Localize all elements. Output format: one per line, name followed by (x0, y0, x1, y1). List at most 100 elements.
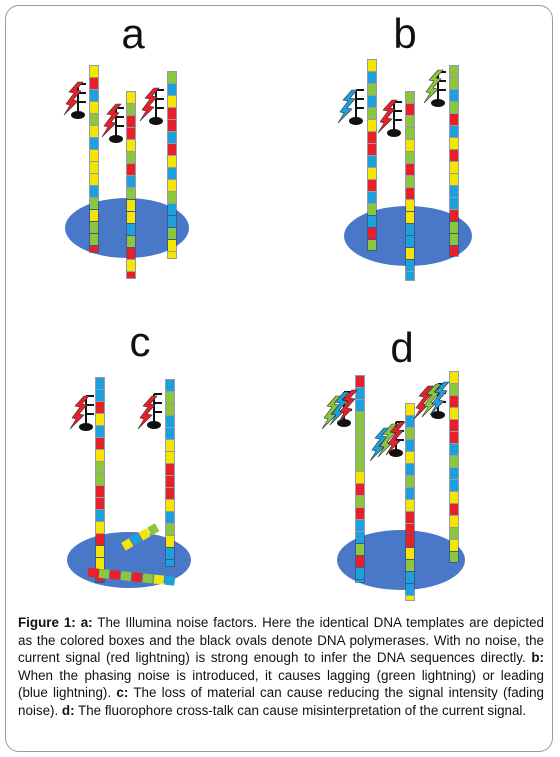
template-ladder (77, 83, 86, 112)
dna-base-box (127, 164, 135, 175)
dna-base-box (450, 198, 458, 209)
dna-base-box (96, 426, 104, 437)
dna-base-box (450, 444, 458, 455)
dna-base-box (96, 534, 104, 545)
dna-base-box (356, 496, 364, 507)
figure-illustration: a b c d (63, 10, 472, 601)
dna-base-box (168, 132, 176, 143)
dna-base-box (450, 540, 458, 551)
dna-base-box (127, 128, 135, 139)
dna-base-box (164, 575, 176, 586)
dna-base-box (450, 552, 458, 562)
lightning-blue (429, 381, 450, 416)
dna-base-box (121, 538, 134, 551)
dna-base-box (166, 416, 174, 427)
dna-base-box (90, 198, 98, 209)
dna-base-box (166, 404, 174, 415)
dna-base-box (368, 132, 376, 143)
dna-base-box (450, 186, 458, 197)
dna-base-box (406, 116, 414, 127)
dna-base-box (450, 66, 458, 77)
dna-base-box (147, 523, 160, 536)
dna-base-box (368, 120, 376, 131)
dna-base-box (168, 156, 176, 167)
dna-base-box (356, 544, 364, 555)
dna-base-box (96, 558, 104, 569)
dna-base-box (356, 568, 364, 579)
dna-base-box (450, 126, 458, 137)
lightning-green (321, 395, 342, 430)
caption-figure-label: Figure 1: (18, 615, 76, 630)
dna-base-box (406, 428, 414, 439)
dna-base-box (127, 176, 135, 187)
dna-base-box (450, 408, 458, 419)
dna-base-box (166, 440, 174, 451)
dna-base-box (96, 546, 104, 557)
dna-base-box (356, 388, 364, 399)
dna-base-box (450, 384, 458, 395)
dna-base-box (368, 240, 376, 250)
template-ladder (437, 71, 446, 100)
caption-a-text: The Illumina noise factors. Here the ide… (18, 615, 544, 665)
dna-base-box (96, 510, 104, 521)
dna-base-box (127, 200, 135, 211)
dna-base-box (406, 260, 414, 271)
dna-base-box (96, 390, 104, 401)
polymerase-oval (431, 411, 445, 419)
dna-base-box (450, 492, 458, 503)
dna-base-box (406, 176, 414, 187)
dna-base-box (168, 192, 176, 203)
template-ladder (155, 89, 164, 118)
lightning-red (413, 385, 434, 420)
dna-base-box (450, 504, 458, 515)
dna-base-box (166, 524, 174, 535)
dna-base-box (90, 102, 98, 113)
dna-base-box (450, 456, 458, 467)
dna-base-box (356, 472, 364, 483)
dna-base-box (368, 144, 376, 155)
dna-base-box (450, 138, 458, 149)
dna-base-box (166, 548, 174, 559)
lightning-red (101, 103, 122, 138)
dna-base-box (96, 402, 104, 413)
dna-base-box (90, 246, 98, 252)
dna-base-box (450, 150, 458, 161)
dna-base-box (356, 520, 364, 531)
lightning-red (377, 99, 398, 134)
dna-base-box (166, 380, 174, 391)
dna-base-box (96, 414, 104, 425)
dna-base-box (127, 272, 135, 278)
dna-base-box (368, 228, 376, 239)
dna-base-box (406, 512, 414, 523)
fallen-fragment (121, 523, 160, 551)
dna-base-box (168, 84, 176, 95)
dna-base-box (98, 568, 110, 579)
lightning-red (385, 421, 406, 456)
dna-base-box (406, 416, 414, 427)
dna-base-box (406, 404, 414, 415)
lightning-red (63, 81, 84, 116)
template-ladder (393, 101, 402, 130)
dna-base-box (129, 533, 143, 546)
dna-base-box (406, 248, 414, 259)
polymerase-oval (147, 421, 161, 429)
dna-base-box (356, 376, 364, 387)
panel-letter-d: d (390, 324, 413, 371)
panel-d (321, 371, 465, 601)
polymerase-oval (71, 111, 85, 119)
lightning-green (377, 423, 398, 458)
caption-a-label: a: (80, 615, 93, 630)
template-ladder (355, 89, 364, 118)
dna-base-box (450, 372, 458, 383)
dna-base-box (153, 574, 165, 585)
dna-base-box (406, 476, 414, 487)
dna-base-box (127, 104, 135, 115)
dna-base-box (166, 536, 174, 547)
dna-base-box (368, 84, 376, 95)
dna-base-box (168, 144, 176, 155)
dna-base-box (406, 452, 414, 463)
dna-base-box (90, 234, 98, 245)
lightning-red (137, 395, 158, 430)
dna-base-box (406, 164, 414, 175)
dna-base-box (127, 188, 135, 199)
